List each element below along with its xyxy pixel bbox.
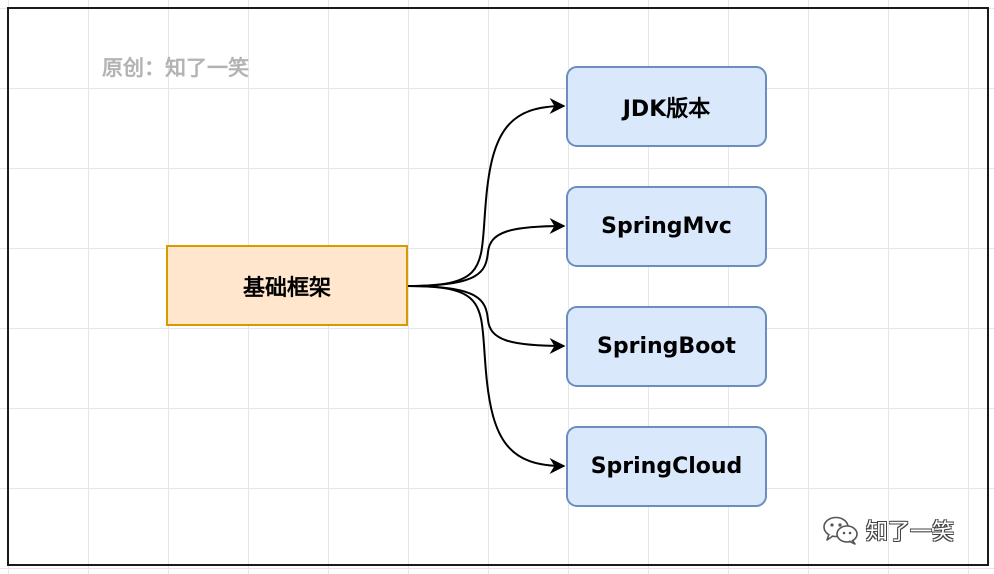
watermark-text: 知了一笑 bbox=[866, 520, 955, 545]
child-node-label: JDK版本 bbox=[622, 96, 711, 122]
child-node-springcloud: SpringCloud bbox=[566, 426, 767, 507]
child-node-label: SpringBoot bbox=[597, 334, 736, 359]
child-node-jdk: JDK版本 bbox=[566, 66, 767, 147]
child-node-springboot: SpringBoot bbox=[566, 306, 767, 387]
root-node-label: 基础框架 bbox=[242, 275, 331, 301]
watermark: 知了一笑 bbox=[822, 514, 954, 546]
root-node: 基础框架 bbox=[166, 245, 408, 326]
edge-root-to-jdk bbox=[407, 98, 566, 287]
edge-root-to-springmvc bbox=[407, 218, 566, 287]
child-node-label: SpringCloud bbox=[590, 454, 743, 479]
wechat-icon bbox=[823, 516, 858, 545]
diagram-frame bbox=[7, 7, 989, 566]
edge-root-to-springcloud bbox=[407, 285, 566, 474]
edge-root-to-springboot bbox=[407, 285, 566, 354]
author-label: 原创：知了一笑 bbox=[102, 56, 249, 80]
child-node-springmvc: SpringMvc bbox=[566, 186, 767, 267]
child-node-label: SpringMvc bbox=[601, 214, 732, 239]
